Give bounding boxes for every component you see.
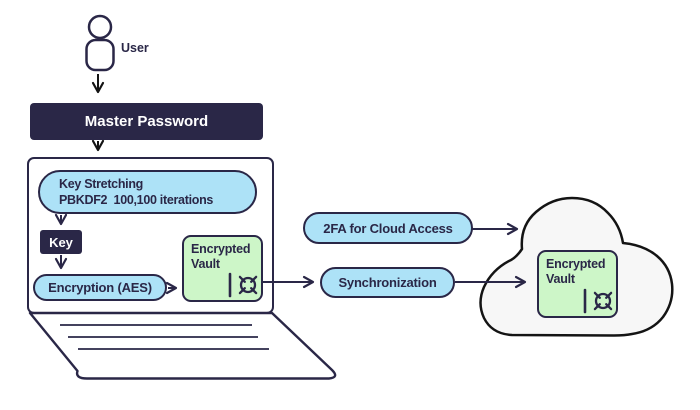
key-stretching-line2: PBKDF2 100,100 iterations — [59, 193, 214, 207]
user-icon — [85, 14, 115, 72]
local-vault-label: Encrypted Vault — [191, 242, 251, 271]
cloud-vault-node: Encrypted Vault — [537, 250, 618, 318]
two-fa-label: 2FA for Cloud Access — [323, 220, 453, 236]
encryption-label: Encryption (AES) — [48, 280, 152, 295]
master-password-label: Master Password — [84, 113, 209, 130]
two-fa-node: 2FA for Cloud Access — [303, 212, 473, 244]
synchronization-label: Synchronization — [338, 275, 437, 290]
vault-dial-icon — [583, 288, 613, 314]
vault-dial-icon — [228, 272, 258, 298]
user-label: User — [121, 41, 149, 55]
local-vault-node: Encrypted Vault — [182, 235, 263, 302]
key-stretching-node: Key Stretching PBKDF2 100,100 iterations — [38, 170, 257, 214]
key-stretching-line1: Key Stretching — [59, 177, 144, 191]
key-label: Key — [49, 234, 73, 250]
key-node: Key — [40, 230, 82, 254]
master-password-node: Master Password — [30, 103, 263, 140]
encryption-node: Encryption (AES) — [33, 274, 167, 301]
laptop-base — [28, 311, 337, 380]
synchronization-node: Synchronization — [320, 267, 455, 298]
cloud-vault-label: Encrypted Vault — [546, 257, 606, 286]
